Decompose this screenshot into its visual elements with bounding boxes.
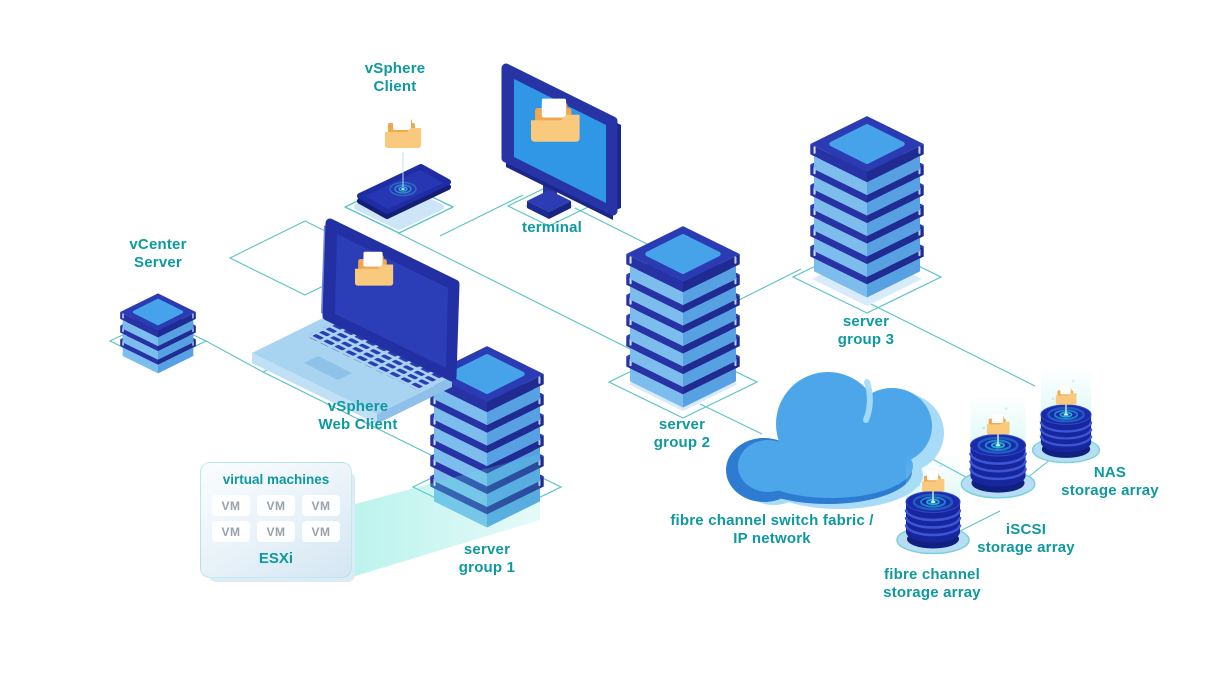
esxi-vm-panel: virtual machines VM VM VM VM VM VM ESXi — [200, 462, 352, 578]
label-terminal: terminal — [522, 219, 582, 236]
server-group-3-stack — [810, 116, 923, 297]
vm-chip: VM — [212, 495, 250, 516]
folder-icon — [385, 116, 421, 148]
fibre-channel-storage-array — [897, 452, 969, 554]
label-nas-storage-array: NAS storage array — [1061, 464, 1159, 500]
terminal-monitor — [501, 63, 621, 220]
label-network: fibre channel switch fabric / IP network — [670, 512, 874, 548]
vm-chip: VM — [212, 521, 250, 542]
label-server-group-3: server group 3 — [837, 313, 895, 349]
server-group-2-stack — [626, 226, 739, 407]
vm-grid: VM VM VM VM VM VM — [212, 495, 340, 542]
vcenter-server-stack — [120, 293, 196, 373]
vm-chip: VM — [257, 521, 295, 542]
vm-chip: VM — [257, 495, 295, 516]
iscsi-storage-array — [961, 394, 1034, 498]
nas-storage-array — [1033, 368, 1100, 462]
label-server-group-2: server group 2 — [653, 416, 711, 452]
label-iscsi-storage-array: iSCSI storage array — [977, 521, 1075, 557]
esxi-zoom-cone — [352, 454, 540, 577]
label-vsphere-web-client: vSphere Web Client — [318, 398, 398, 434]
label-vsphere-client: vSphere Client — [364, 60, 426, 96]
vsphere-client-phone — [357, 116, 451, 219]
vsphere-web-client-laptop — [252, 218, 460, 424]
vm-chip: VM — [302, 495, 340, 516]
vm-panel-footer: ESXi — [258, 550, 294, 567]
network-cloud — [726, 372, 944, 509]
label-fibre-channel-storage-array: fibre channel storage array — [883, 566, 981, 602]
vm-chip: VM — [302, 521, 340, 542]
vm-panel-title: virtual machines — [222, 472, 330, 487]
label-server-group-1: server group 1 — [458, 541, 516, 577]
label-vcenter-server: vCenter Server — [129, 236, 187, 272]
